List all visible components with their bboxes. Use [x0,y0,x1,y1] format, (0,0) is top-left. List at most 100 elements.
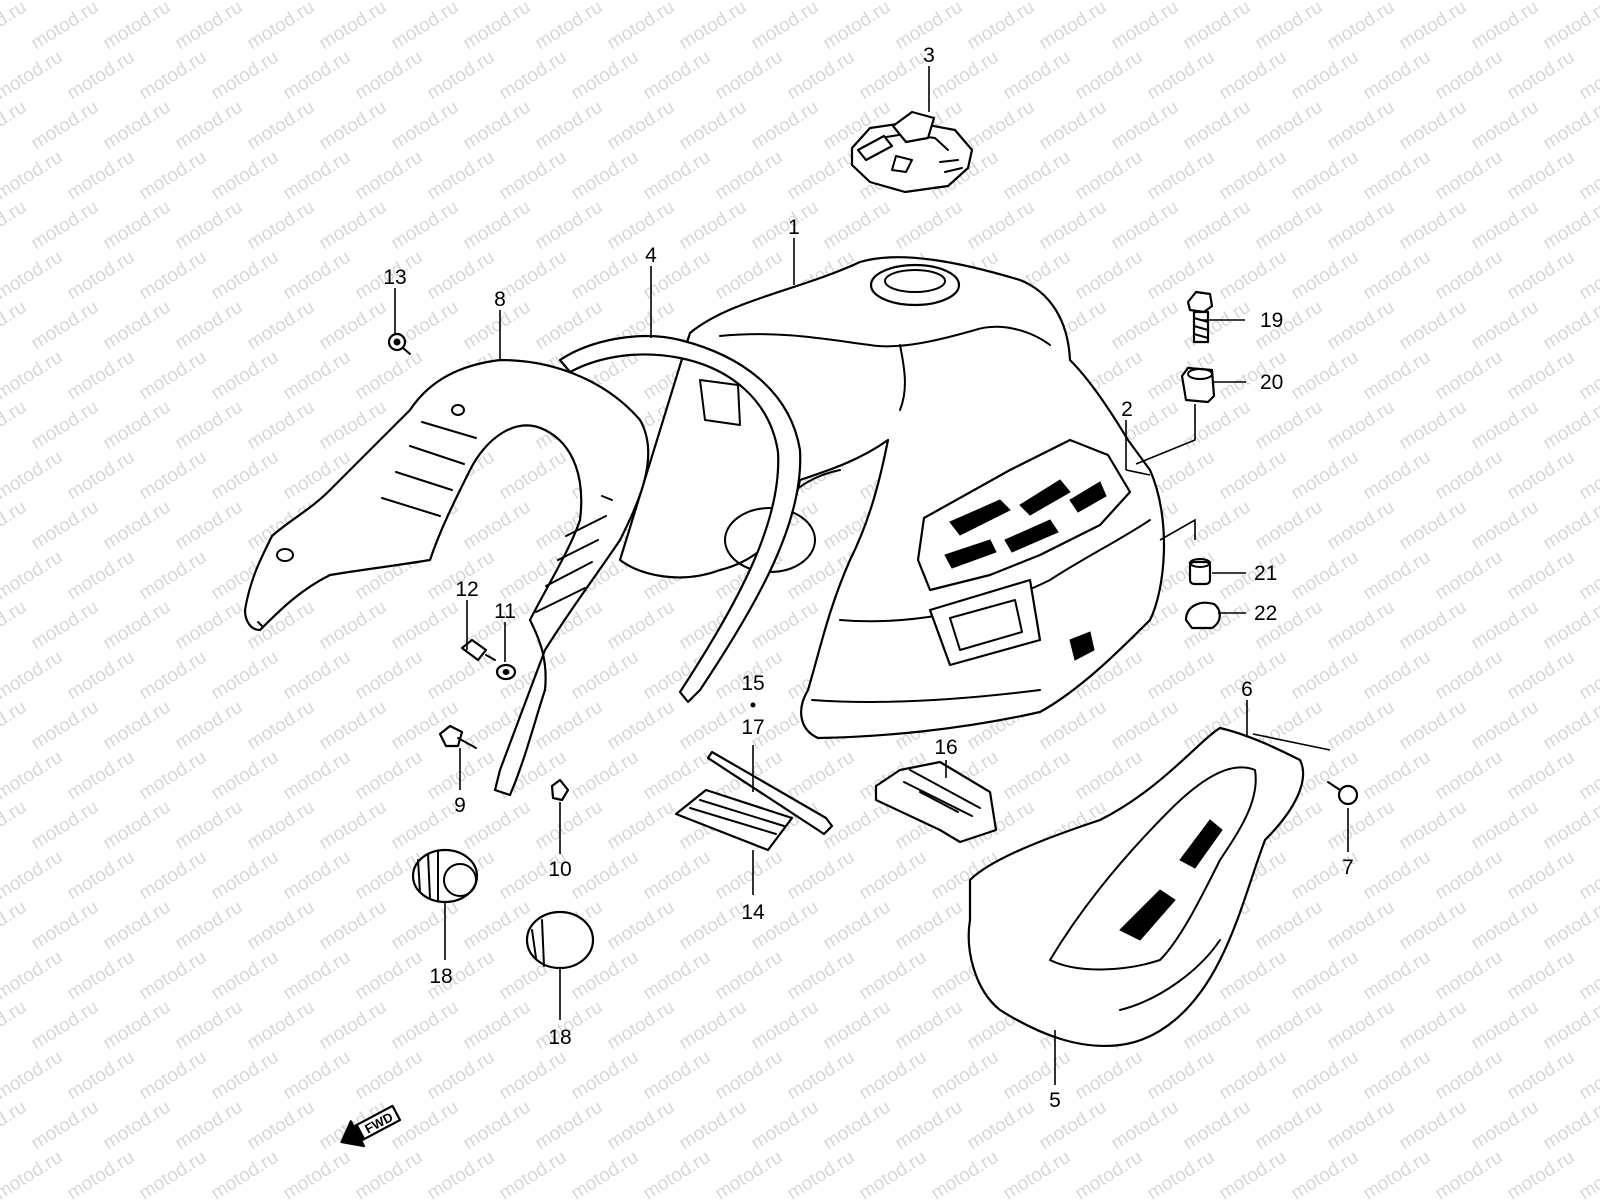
watermark-text: motod.ru [496,0,571,4]
tank-trim-band-part[interactable] [558,334,802,704]
watermark-text: motod.ru [1432,747,1507,805]
screw-13-part[interactable] [387,332,411,355]
watermark-text: motod.ru [0,0,30,54]
callout-11: 11 [494,600,516,623]
watermark-text: motod.ru [1540,397,1600,455]
fuel-cap-part[interactable] [850,110,974,194]
watermark-text: motod.ru [1576,847,1600,905]
watermark-text: motod.ru [208,647,283,705]
watermark-text: motod.ru [1360,0,1435,4]
tank-rear-cover-part[interactable] [243,358,650,797]
screw-7-part[interactable] [1327,781,1359,806]
watermark-text: motod.ru [244,1097,319,1155]
cushion-16-part[interactable] [874,760,998,844]
watermark-text: motod.ru [1540,797,1600,855]
watermark-text: motod.ru [1288,947,1363,1005]
callout-13: 13 [383,266,406,289]
watermark-text: motod.ru [892,197,967,255]
watermark-text: motod.ru [1360,1047,1435,1105]
watermark-text: motod.ru [1468,397,1543,455]
watermark-text: motod.ru [1540,597,1600,655]
cushion-rubber-18a-part[interactable] [411,848,479,904]
watermark-text: motod.ru [28,897,103,955]
watermark-text: motod.ru [1216,1047,1291,1105]
watermark-text: motod.ru [1576,1147,1600,1200]
watermark-text: motod.ru [244,897,319,955]
watermark-text: motod.ru [1216,647,1291,705]
watermark-text: motod.ru [676,97,751,155]
watermark-text: motod.ru [784,947,859,1005]
watermark-text: motod.ru [0,597,30,655]
watermark-text: motod.ru [316,297,391,355]
watermark-text: motod.ru [1468,897,1543,955]
watermark-text: motod.ru [100,0,175,54]
watermark-text: motod.ru [1324,697,1399,755]
callout-18a: 18 [429,965,452,988]
watermark-text: motod.ru [64,747,139,805]
spacer-21-part[interactable] [1188,558,1212,586]
watermark-text: motod.ru [208,447,283,505]
watermark-text: motod.ru [244,997,319,1055]
callout-14: 14 [741,901,765,924]
watermark-text: motod.ru [280,347,355,405]
callout-15: 15 [741,672,764,695]
watermark-text: motod.ru [1360,547,1435,605]
watermark-text: motod.ru [136,947,211,1005]
watermark-text: motod.ru [0,447,66,505]
cushion-strip-14-part[interactable] [674,788,794,852]
watermark-text: motod.ru [784,847,859,905]
watermark-text: motod.ru [1324,1097,1399,1155]
watermark-text: motod.ru [1432,947,1507,1005]
watermark-text: motod.ru [1324,197,1399,255]
watermark-text: motod.ru [64,1047,139,1105]
watermark-text: motod.ru [1072,47,1147,105]
watermark-text: motod.ru [604,1097,679,1155]
watermark-text: motod.ru [388,597,463,655]
watermark-text: motod.ru [1396,197,1471,255]
cushion-22-part[interactable] [1184,601,1221,630]
side-cover-part[interactable] [967,726,1305,1047]
watermark-text: motod.ru [1576,0,1600,4]
watermark-text: motod.ru [784,0,859,4]
watermark-text: motod.ru [1396,397,1471,455]
nut-clip-10-part[interactable] [550,778,570,802]
watermark-text: motod.ru [28,497,103,555]
watermark-text: motod.ru [1252,397,1327,455]
watermark-text: motod.ru [28,1097,103,1155]
band-15-17-part[interactable] [706,750,834,836]
watermark-text: motod.ru [784,1147,859,1200]
watermark-text: motod.ru [352,147,427,205]
watermark-text: motod.ru [244,397,319,455]
watermark-text: motod.ru [0,747,66,805]
watermark-text: motod.ru [352,647,427,705]
watermark-text: motod.ru [28,397,103,455]
tank-insulator-pad-part[interactable] [916,438,1132,592]
watermark-text: motod.ru [424,1047,499,1105]
watermark-text: motod.ru [1576,147,1600,205]
watermark-text: motod.ru [1396,797,1471,855]
washer-11-part[interactable] [495,663,517,681]
watermark-text: motod.ru [748,597,823,655]
watermark-text: motod.ru [136,547,211,605]
watermark-text: motod.ru [1324,997,1399,1055]
watermark-text: motod.ru [244,97,319,155]
bolt-9-part[interactable] [438,724,477,749]
callout-1: 1 [788,216,800,239]
watermark-text: motod.ru [1504,647,1579,705]
watermark-text: motod.ru [1000,1047,1075,1105]
watermark-text: motod.ru [460,897,535,955]
watermark-text: motod.ru [1360,947,1435,1005]
watermark-text: motod.ru [568,0,643,4]
watermark-text: motod.ru [748,0,823,54]
watermark-text: motod.ru [1324,797,1399,855]
watermark-text: motod.ru [244,197,319,255]
watermark-text: motod.ru [784,47,859,105]
screw-12-part[interactable] [460,638,496,662]
watermark-text: motod.ru [1108,197,1183,255]
watermark-text: motod.ru [640,847,715,905]
watermark-text: motod.ru [1144,1047,1219,1105]
cushion-20-part[interactable] [1180,366,1216,404]
cushion-rubber-18b-part[interactable] [525,910,595,970]
watermark-text: motod.ru [1252,197,1327,255]
